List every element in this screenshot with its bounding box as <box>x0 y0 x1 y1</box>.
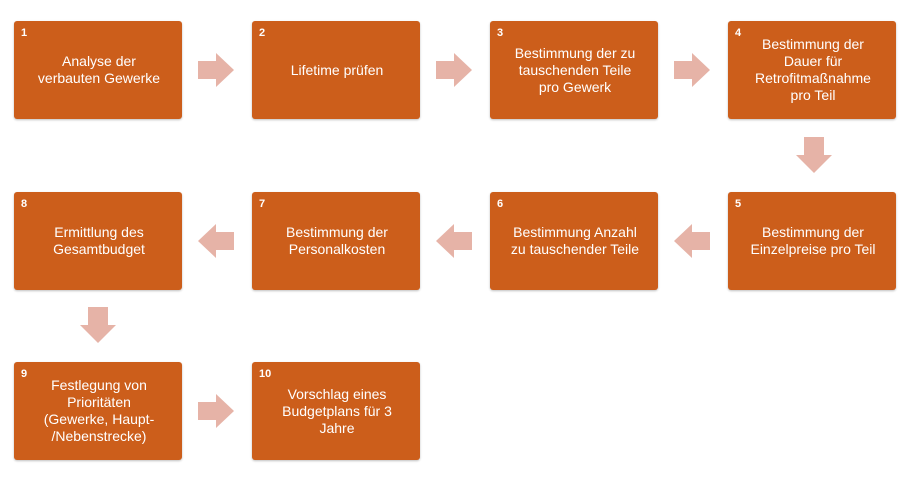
arrow-left-icon <box>674 224 710 258</box>
arrow-left-icon <box>436 224 472 258</box>
arrow-right-icon <box>198 53 234 87</box>
process-step-2: 2 Lifetime prüfen <box>252 21 420 119</box>
arrow-right-icon <box>436 53 472 87</box>
process-step-8: 8 Ermittlung des Gesamtbudget <box>14 192 182 290</box>
step-label: Festlegung von Prioritäten (Gewerke, Hau… <box>43 377 155 444</box>
arrow-right-icon <box>674 53 710 87</box>
process-step-3: 3 Bestimmung der zu tauschenden Teile pr… <box>490 21 658 119</box>
step-label: Bestimmung der zu tauschenden Teile pro … <box>514 44 636 95</box>
process-step-7: 7 Bestimmung der Personalkosten <box>252 192 420 290</box>
step-label: Bestimmung der Dauer für Retrofitmaßnahm… <box>755 36 871 103</box>
step-number: 5 <box>735 198 742 210</box>
step-number: 4 <box>735 27 742 39</box>
process-step-1: 1 Analyse der verbauten Gewerke <box>14 21 182 119</box>
step-number: 3 <box>497 27 504 39</box>
step-number: 2 <box>259 27 266 39</box>
step-label: Bestimmung der Einzelpreise pro Teil <box>750 224 876 257</box>
step-label: Bestimmung der Personalkosten <box>286 224 388 257</box>
process-step-4: 4 Bestimmung der Dauer für Retrofitmaßna… <box>728 21 896 119</box>
step-number: 7 <box>259 198 266 210</box>
arrow-left-icon <box>198 224 234 258</box>
step-number: 1 <box>21 27 28 39</box>
step-number: 6 <box>497 198 504 210</box>
process-step-9: 9 Festlegung von Prioritäten (Gewerke, H… <box>14 362 182 460</box>
step-number: 10 <box>259 368 272 380</box>
step-label: Analyse der verbauten Gewerke <box>37 53 161 86</box>
arrow-down-icon <box>796 137 832 173</box>
step-number: 8 <box>21 198 28 210</box>
arrow-down-icon <box>80 307 116 343</box>
step-label: Ermittlung des Gesamtbudget <box>53 224 145 257</box>
step-label: Vorschlag eines Budgetplans für 3 Jahre <box>282 385 392 436</box>
step-label: Bestimmung Anzahl zu tauschender Teile <box>510 224 640 257</box>
process-step-6: 6 Bestimmung Anzahl zu tauschender Teile <box>490 192 658 290</box>
step-number: 9 <box>21 368 28 380</box>
step-label: Lifetime prüfen <box>290 61 384 78</box>
arrow-right-icon <box>198 394 234 428</box>
process-step-10: 10 Vorschlag eines Budgetplans für 3 Jah… <box>252 362 420 460</box>
process-step-5: 5 Bestimmung der Einzelpreise pro Teil <box>728 192 896 290</box>
